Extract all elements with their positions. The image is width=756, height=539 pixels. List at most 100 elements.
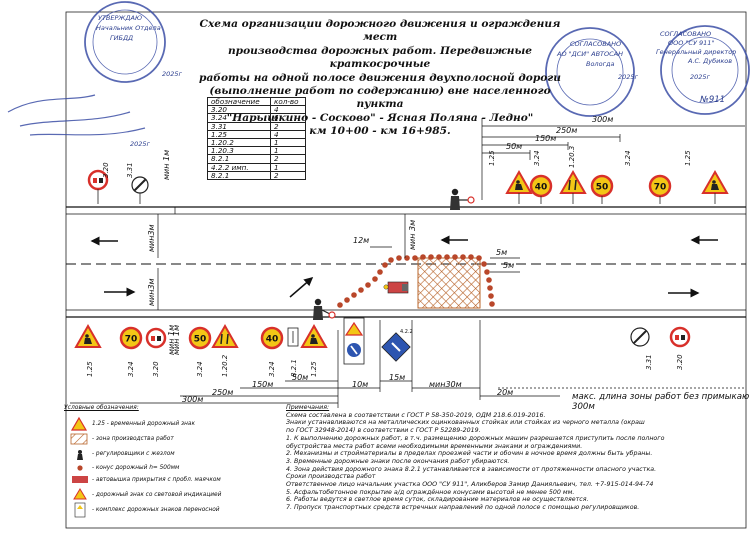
note-line: 7. Пропуск транспортных средств встречны… — [286, 504, 640, 512]
stamp-label: Генеральный директор — [656, 48, 737, 56]
svg-text:4.2.2: 4.2.2 — [400, 329, 413, 335]
note-line: по ГОСТ 32948-2014) в соответствии с ГОС… — [286, 427, 481, 435]
legend-cover-vehicle-icon — [72, 476, 88, 483]
sign-road-works-icon — [74, 323, 102, 348]
legend-title: Условные обозначения: — [64, 404, 139, 411]
dim-label: 300м — [182, 395, 204, 404]
legend-symbols — [70, 416, 88, 518]
note-line: 4. Зона действия дорожного знака 8.2.1 у… — [286, 465, 657, 473]
dim-label: 250м — [556, 126, 578, 135]
table-cell: 2 — [270, 154, 306, 164]
legend-lit-sign-icon — [73, 488, 87, 500]
table-cell: 6 — [270, 113, 306, 123]
lane-dimensions — [157, 207, 520, 310]
legend-item: - регулировщики с жезлом — [92, 451, 175, 457]
portable-sign-set-icon — [343, 317, 365, 365]
legend-road-works-icon — [70, 416, 88, 431]
sign-end-restrictions-icon — [630, 327, 650, 347]
note-line: 6. Работы ведутся в светлое время суток,… — [286, 496, 589, 504]
title-line: производства дорожных работ. Передвижные… — [227, 44, 532, 71]
table-cell: 8.2.1 — [207, 170, 271, 181]
legend-item: - комплекс дорожных знаков переносной — [92, 507, 220, 513]
stamp-number: №911 — [700, 95, 726, 105]
svg-text:40: 40 — [535, 183, 548, 193]
sign-road-works-icon — [505, 169, 533, 194]
sign-code: 3.24 — [196, 361, 204, 377]
legend-item: - автовышка прикрытия с пробл. маячком — [92, 477, 221, 483]
sign-code: 1.25 — [310, 361, 318, 377]
note-line: 2. Механизмы и стройматериалы в пределах… — [286, 450, 653, 458]
table-header-row: обозначение кол-во — [207, 96, 306, 107]
dimension-lines-top — [481, 118, 745, 200]
min-label: мин 3м — [408, 219, 417, 250]
stamp-date: 2025г — [162, 70, 182, 78]
sign-code: 3.31 — [645, 354, 653, 370]
legend-flagger-icon — [77, 450, 83, 460]
stamp-label: Вологда — [586, 60, 615, 68]
sign-road-narrowing-icon — [559, 169, 587, 194]
sign-code: 1.25 — [684, 150, 692, 166]
table-cell: 3.24 — [207, 113, 271, 123]
sign-no-overtaking-icon — [669, 326, 691, 348]
note-line: 1. К выполнению дорожных работ, в т.ч. р… — [286, 434, 665, 442]
legend-item: - зона производства работ — [92, 436, 174, 442]
svg-text:50: 50 — [194, 335, 207, 345]
sign-code: 3.20 — [102, 162, 110, 178]
legend-work-zone-icon — [70, 433, 88, 445]
note-line: Ответственное лицо начальник участка ООО… — [286, 481, 654, 489]
sign-speed-40-icon: 40 — [260, 326, 284, 350]
dim-label: 5м — [496, 248, 508, 257]
stamp-label: Начальник Отдела — [96, 24, 161, 32]
sign-road-works-icon — [300, 323, 328, 348]
title-line: (выполнение работ по содержанию) вне нас… — [209, 85, 551, 111]
stamp-label: А.С. Дубиков — [688, 57, 733, 65]
title-line: работы на одной полосе движения двухполо… — [199, 71, 561, 84]
stamp-label: ООО "СУ 911" — [668, 39, 715, 47]
note-line: Схема составлена в соответствии с ГОСТ Р… — [286, 411, 546, 419]
sign-no-overtaking-icon — [145, 327, 167, 349]
min-label: мин3м — [147, 224, 156, 252]
dim-label: 20м — [497, 388, 514, 397]
sign-code: 3.20 — [152, 361, 160, 377]
note-line: обустройства места работ всеми необходим… — [286, 442, 583, 450]
dim-label: 5м — [503, 261, 515, 270]
sign-code: 3.24 — [127, 361, 135, 377]
sign-speed-40-icon: 40 — [529, 174, 553, 198]
stamp-label: СОГЛАСОВАНО — [570, 40, 622, 48]
zone-length-note: макс. длина зоны работ без примыкаю 300м — [572, 392, 750, 412]
sign-code: 1.20.2 — [221, 354, 229, 377]
note-line: Сроки производства работ — [286, 473, 376, 481]
min-label: мин 1м — [172, 324, 181, 355]
road — [66, 206, 746, 318]
stamp-label: 2025г — [618, 73, 638, 81]
dim-label: 12м — [353, 236, 370, 245]
note-line: Знаки устанавливаются на металлических о… — [286, 419, 645, 427]
legend: Условные обозначения: — [64, 404, 264, 413]
dim-label: 50м — [292, 373, 309, 382]
svg-text:70: 70 — [125, 335, 138, 345]
legend-portable-set-icon — [74, 502, 86, 518]
note-line: 3. Временные дорожные знаки после оконча… — [286, 457, 510, 465]
note-line: 5. Асфальтобетонное покрытие а/д ограждё… — [286, 488, 575, 496]
title-line: км 10+00 - км 16+985. — [309, 125, 451, 138]
sign-code: 8.2.1 — [290, 359, 298, 377]
stamp-label: АО "ДСИ" АВТОСАН — [557, 50, 624, 58]
sign-speed-50-icon: 50 — [590, 174, 614, 198]
page-border — [65, 11, 747, 529]
sign-code: 1.25 — [488, 150, 496, 166]
sign-speed-70-icon: 70 — [119, 326, 143, 350]
table-cell: 2 — [270, 170, 306, 181]
title-line: Схема организации дорожного движения и о… — [199, 18, 561, 44]
legend-item: - дорожный знак со световой индикацией — [92, 492, 222, 498]
stamp-left — [7, 1, 166, 136]
top-signs: 40 50 70 — [87, 169, 729, 204]
table-header: кол-во — [270, 96, 306, 107]
dim-label: 15м — [389, 373, 406, 382]
cone-taper — [337, 254, 495, 308]
svg-text:50: 50 — [596, 183, 609, 193]
flagger-top — [450, 188, 475, 210]
stamp-date: 2025г — [130, 140, 150, 148]
